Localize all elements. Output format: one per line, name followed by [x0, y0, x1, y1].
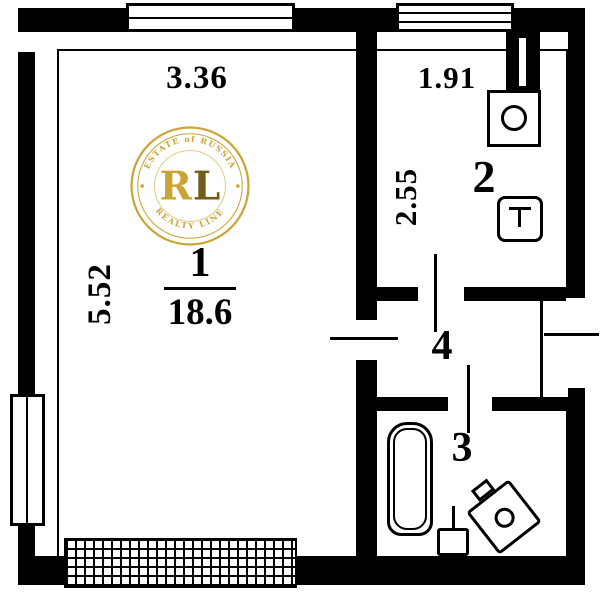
window-left-wall: [10, 394, 45, 526]
seal-monogram: RL: [160, 163, 221, 209]
wall-niche: [18, 32, 35, 52]
kitchen-sink-icon: [497, 196, 543, 242]
washbasin-bowl: [490, 503, 519, 532]
window-top-left: [126, 3, 295, 32]
seal-monogram-l: L: [193, 163, 220, 209]
opening-tick-hall-room3: [467, 365, 470, 433]
toilet-stem: [452, 506, 455, 532]
window-top-right: [396, 3, 514, 32]
window-mullion: [129, 17, 292, 19]
water-heater-burner: [501, 105, 527, 131]
dim-room1-depth: 5.52: [82, 263, 118, 325]
seal-paper: [131, 127, 249, 245]
wall-interior-vertical: [356, 32, 377, 558]
wall-hall-right-thin: [540, 301, 543, 398]
window-mullion: [399, 12, 511, 14]
dim-room2-depth: 2.55: [388, 167, 423, 227]
bathtub-icon: [387, 422, 433, 536]
room-1-fraction-bar: [164, 287, 236, 290]
room-2-number: 2: [472, 151, 496, 202]
window-mullion: [26, 397, 28, 523]
room-1-number: 1: [189, 240, 211, 286]
entrance-opening: [566, 298, 588, 388]
wall-room2-hall: [375, 287, 568, 301]
seal-dot-right: [236, 184, 240, 188]
toilet-icon: [437, 528, 469, 556]
opening-tick-room2-hall: [434, 254, 437, 332]
dim-room2-width: 1.91: [417, 60, 477, 95]
entrance-door-line: [544, 333, 599, 336]
sink-tap-stem: [518, 207, 521, 227]
watermark-seal: ESTATE of RUSSIA REALTY LINE RL: [130, 126, 250, 246]
room-3-number: 3: [451, 425, 473, 471]
room-1-label: 1 18.6: [150, 241, 250, 333]
seal-ring-mid: [137, 133, 243, 239]
vent-shaft-slot: [519, 38, 526, 86]
opening-tick-room1-hall: [330, 337, 398, 340]
doorway-room2-hall: [418, 287, 464, 301]
doorway-room1-hall: [356, 320, 377, 360]
dim-room1-width: 3.36: [166, 60, 228, 96]
seal-dot-left: [140, 184, 144, 188]
seal-ring-inner: [154, 150, 226, 222]
water-heater-icon: [487, 90, 541, 147]
bathtub-inner: [393, 428, 427, 530]
window-mullion: [399, 21, 511, 23]
seal-monogram-r: R: [160, 163, 193, 209]
room-4-number: 4: [431, 323, 453, 369]
balcony-hatch: [64, 538, 297, 588]
wall-right: [568, 8, 585, 585]
doorway-hall-room3: [448, 397, 492, 411]
seal-ring-outer: [130, 126, 250, 246]
room-1-area: 18.6: [167, 292, 233, 333]
